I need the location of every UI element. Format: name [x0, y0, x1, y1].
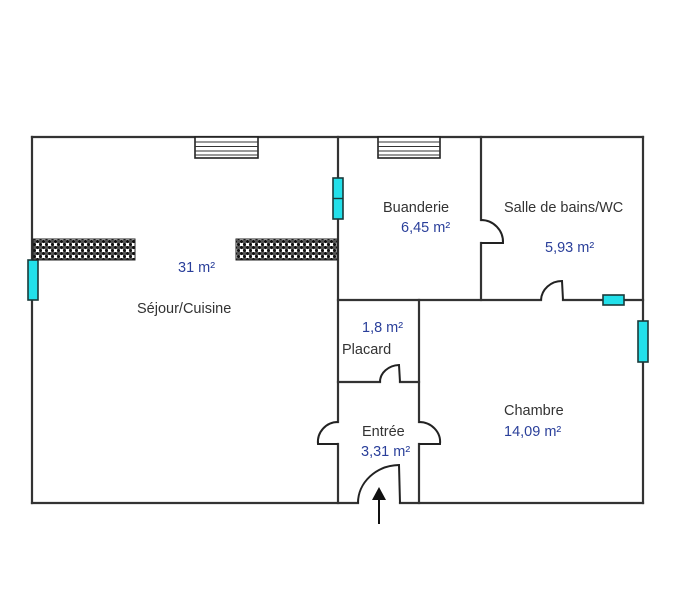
door-sdb: [540, 279, 564, 301]
room-name-placard: Placard: [342, 342, 392, 358]
window-icon: [332, 177, 344, 220]
window-icon: [637, 320, 649, 363]
door-front: [357, 463, 401, 504]
room-area-salle-de-bains: 5,93 m²: [545, 240, 595, 256]
room-area-chambre: 14,09 m²: [504, 424, 562, 440]
radiator-icon: [377, 136, 441, 159]
room-name-buanderie: Buanderie: [383, 200, 450, 216]
door-buanderie-sdb: [480, 218, 505, 244]
window-icon: [602, 294, 625, 306]
room-name-chambre: Chambre: [504, 403, 564, 419]
room-area-entree: 3,31 m²: [361, 444, 411, 460]
room-area-placard: 1,8 m²: [362, 320, 404, 336]
room-area-buanderie: 6,45 m²: [401, 220, 451, 236]
room-area-sejour: 31 m²: [178, 260, 216, 276]
room-name-entree: Entrée: [362, 424, 405, 440]
door-entree-chambre: [418, 420, 442, 445]
entry-arrow-icon: [372, 487, 386, 524]
door-placard: [378, 363, 401, 383]
window-icon: [27, 259, 39, 301]
radiator-icon: [194, 136, 259, 159]
door-entree-sejour: [316, 420, 339, 445]
kitchen-counter-icon: [235, 238, 338, 261]
room-name-salle-de-bains: Salle de bains/WC: [504, 200, 624, 216]
kitchen-counter-icon: [32, 238, 136, 261]
room-name-sejour: Séjour/Cuisine: [137, 301, 232, 317]
